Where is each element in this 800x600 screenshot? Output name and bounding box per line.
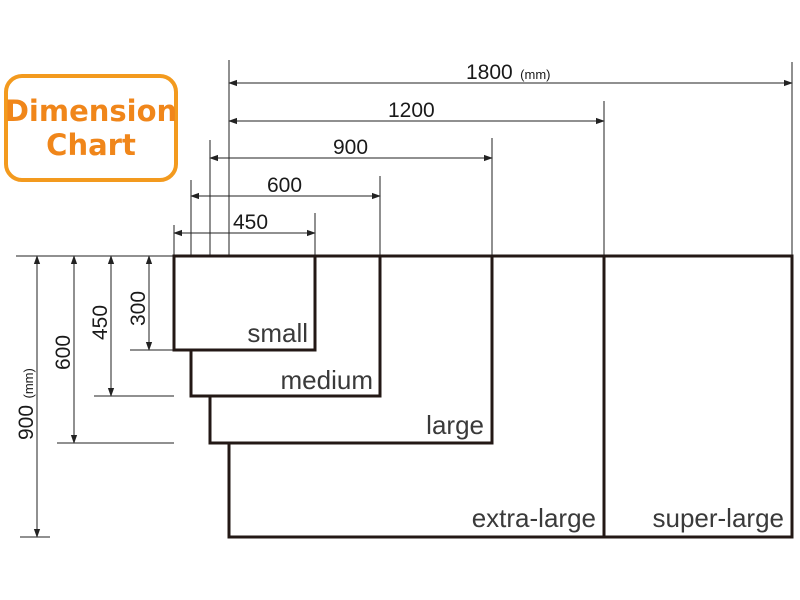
box-label-medium: medium: [281, 365, 373, 395]
width-label-1200: 1200: [388, 99, 435, 122]
box-small: [172, 254, 317, 352]
badge-title-line2: Chart: [46, 128, 136, 162]
box-medium: [189, 254, 382, 398]
box-super-large: [604, 254, 794, 539]
height-label-900: 900 (mm): [15, 368, 38, 440]
size-boxes-group: [172, 254, 794, 539]
box-extra-large: [227, 254, 606, 539]
width-label-900: 900: [333, 136, 368, 159]
height-label-900-value: 900: [15, 405, 38, 440]
box-large: [208, 254, 494, 445]
width-label-600: 600: [267, 174, 302, 197]
width-label-450: 450: [233, 211, 268, 234]
height-unit-label: (mm): [21, 368, 36, 398]
box-label-extra-large: extra-large: [472, 503, 596, 533]
box-label-small: small: [247, 318, 308, 348]
width-unit-label: (mm): [520, 67, 550, 82]
box-label-large: large: [426, 410, 484, 440]
box-label-super-large: super-large: [652, 503, 784, 533]
height-label-450: 450: [89, 305, 112, 340]
badge-title-line1: Dimension: [4, 94, 178, 128]
size-labels-group: small medium large extra-large super-lar…: [247, 318, 784, 533]
height-dimension-group: 300 450 600 900 (mm): [15, 255, 174, 538]
width-label-1800-value: 1800: [466, 61, 513, 84]
dimension-chart-badge: Dimension Chart: [4, 74, 178, 182]
height-label-300: 300: [127, 291, 150, 326]
width-dimension-group: 450 600 900 1200 1800 (mm): [173, 60, 793, 256]
width-label-1800: 1800 (mm): [466, 61, 551, 84]
height-label-600: 600: [52, 335, 75, 370]
